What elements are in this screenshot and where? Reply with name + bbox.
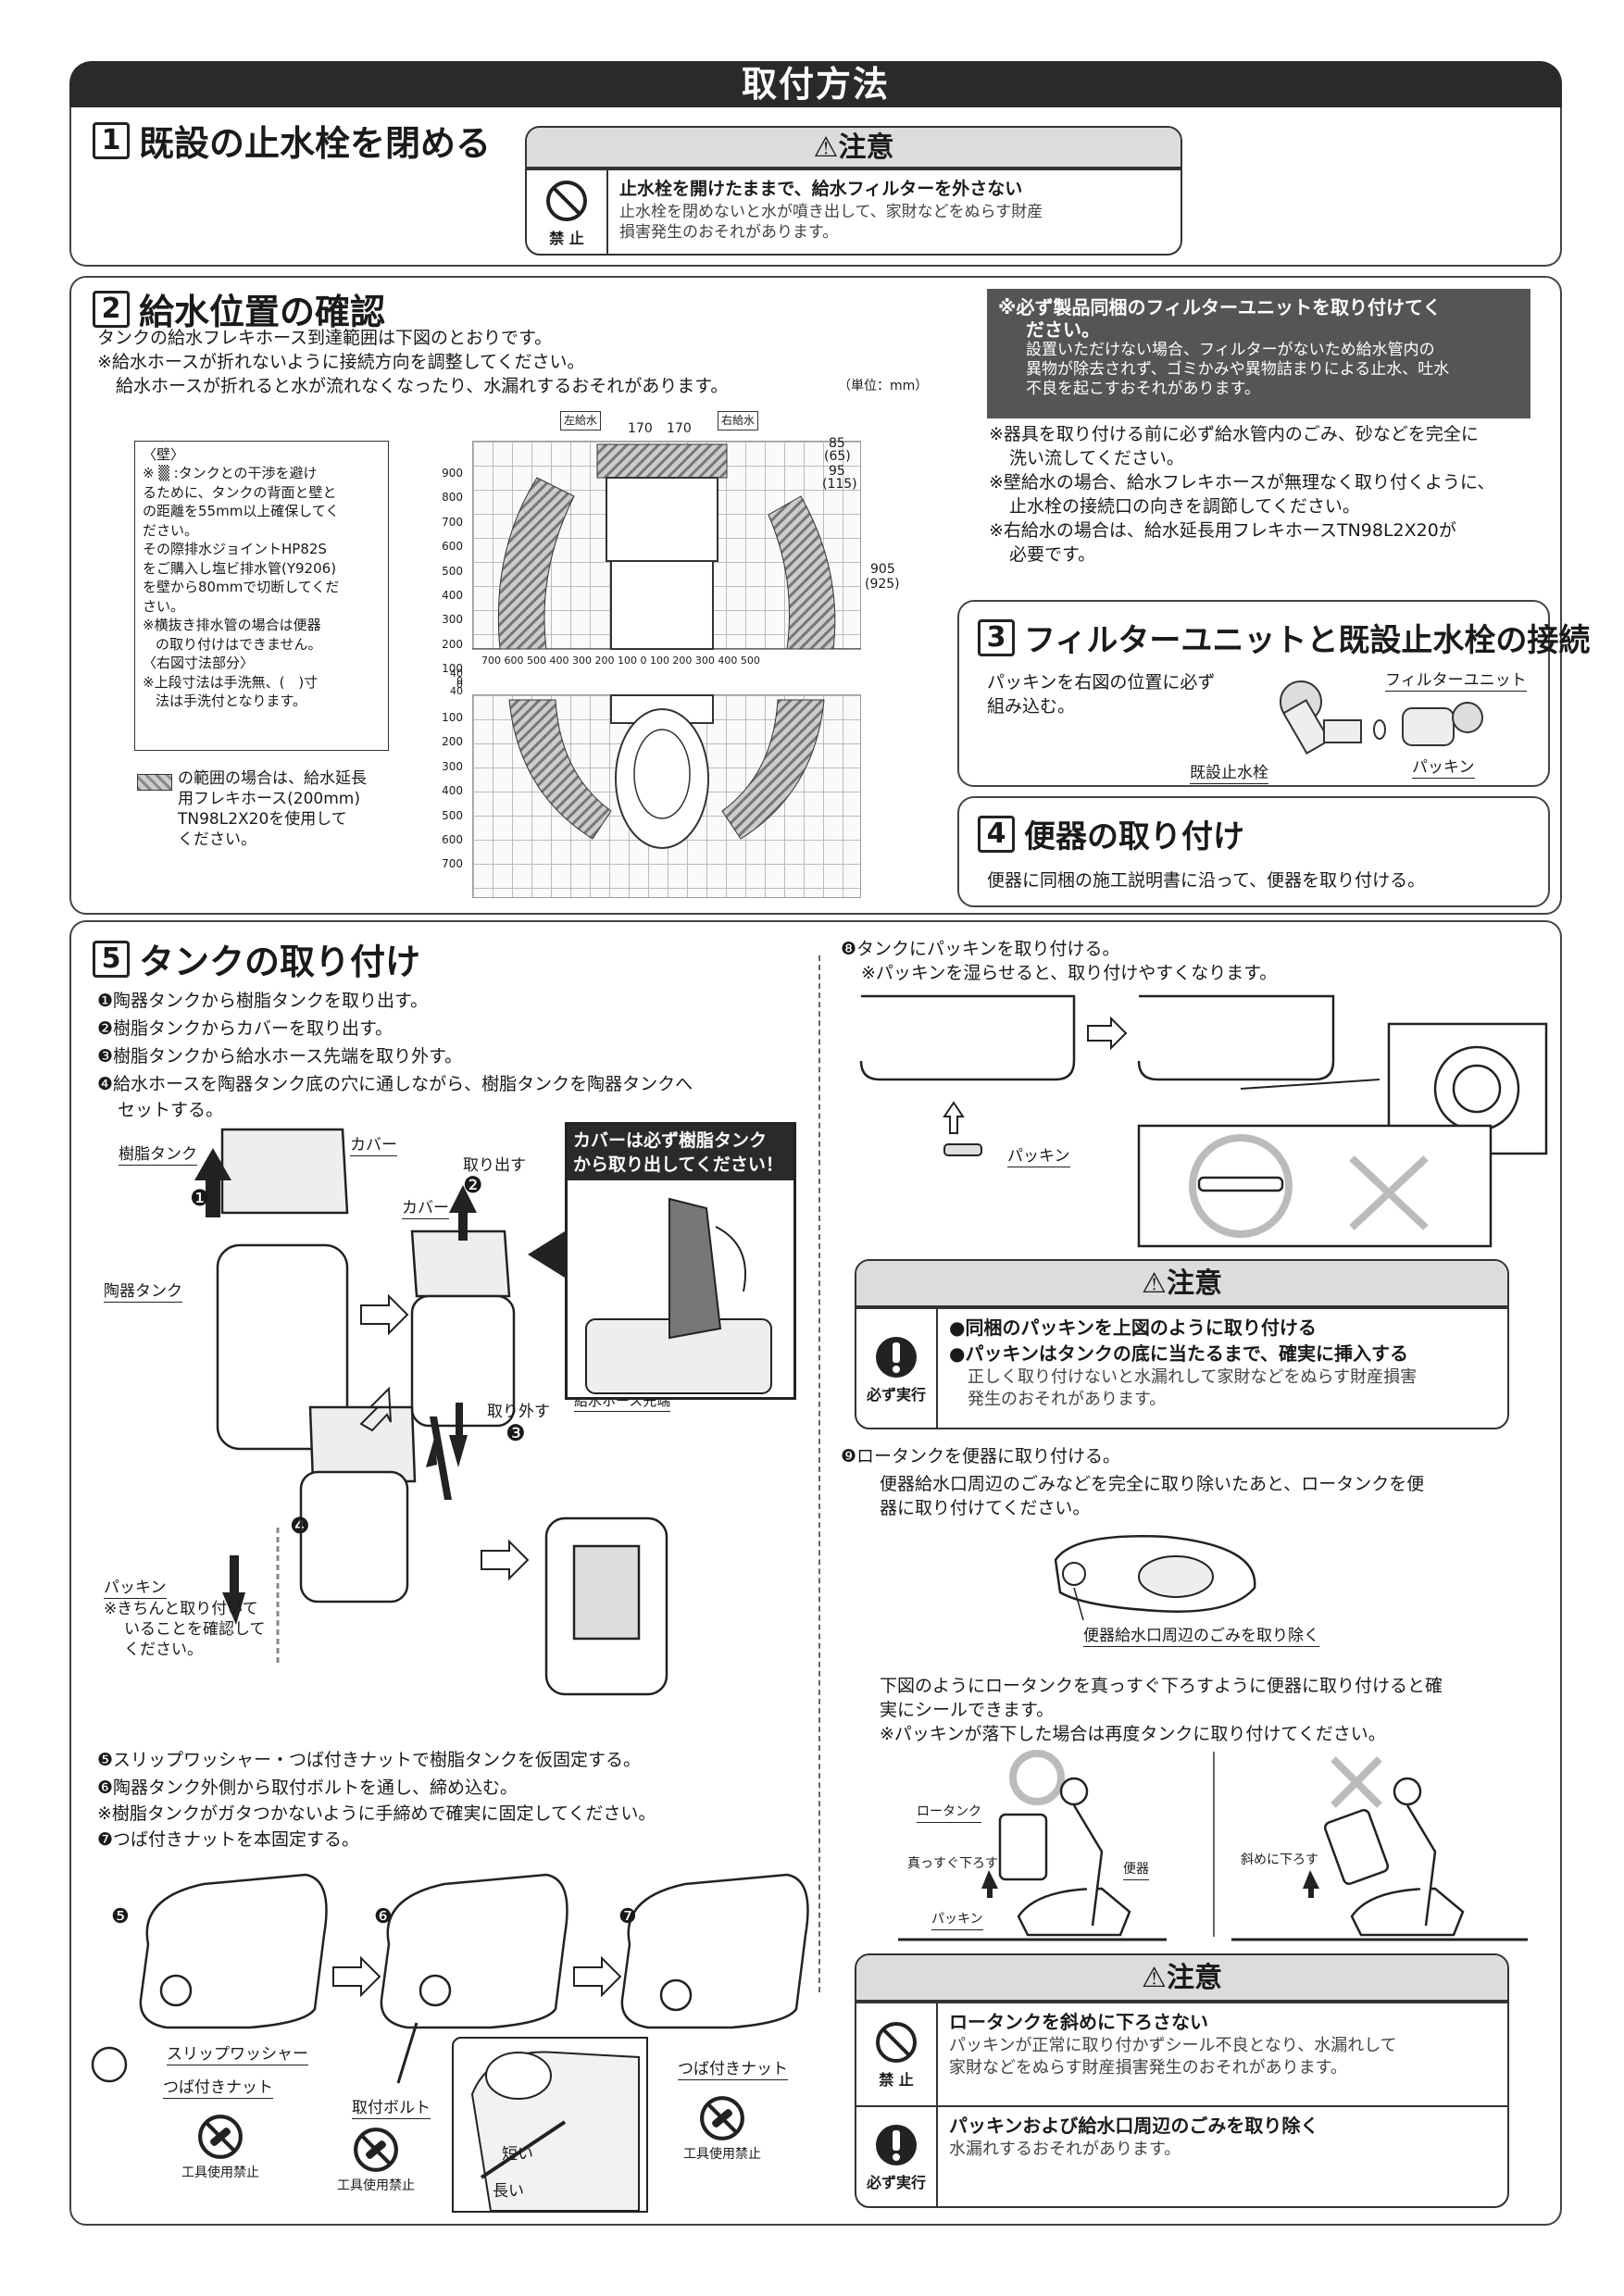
prohibited-icon: 禁 止 bbox=[856, 2003, 938, 2105]
tank-steps-5-7: ❺スリップワッシャー・つば付きナットで樹脂タンクを仮固定する。 ❻陶器タンク外側… bbox=[97, 1750, 656, 1850]
tank-assembly-illustration bbox=[194, 1128, 668, 1696]
column-divider bbox=[818, 955, 820, 1992]
warning-triangle-icon: ⚠ bbox=[1142, 1962, 1167, 1994]
caution-box-1: ⚠注意 禁 止 止水栓を開けたままで、給水フィルターを外さない 止水栓を閉めない… bbox=[525, 126, 1182, 256]
step-number: 1 bbox=[93, 121, 130, 159]
section-5-title: 5 タンクの取り付け bbox=[93, 933, 420, 984]
packing-note: パッキン ※きちんと取り付いて いることを確認して ください。 bbox=[104, 1574, 266, 1660]
mandatory-icon: 必ず実行 bbox=[856, 2107, 938, 2206]
tank-divider bbox=[1213, 1752, 1215, 1937]
tank-fixing-illustration bbox=[91, 1873, 809, 2084]
warning-triangle-icon: ⚠ bbox=[813, 131, 839, 164]
warning-triangle-icon: ⚠ bbox=[1142, 1267, 1167, 1300]
caution-box-2: ⚠注意 必ず実行 ●同梱のパッキンを上図のように取り付ける ●パッキンはタンクの… bbox=[855, 1259, 1509, 1429]
callout-cover-warning: カバーは必ず樹脂タンク から取り出してください！ bbox=[565, 1122, 796, 1400]
no-tool-icon: 工具使用禁止 bbox=[667, 2094, 778, 2164]
section-3-title: 3 フィルターユニットと既設止水栓の接続 bbox=[978, 615, 1590, 660]
hatch-legend-swatch bbox=[137, 774, 172, 791]
wall-note-box: 〈壁〉 ※ ▒ :タンクとの干渉を避け るために、タンクの背面と壁と の距離を5… bbox=[134, 441, 389, 751]
mandatory-icon: 必ず実行 bbox=[856, 1309, 938, 1428]
filter-required-notice: ※必ず製品同梱のフィルターユニットを取り付けてく ださい。 設置いただけない場合… bbox=[987, 289, 1530, 418]
caution-heading: ⚠注意 bbox=[856, 1955, 1507, 2002]
hatch-legend-note: の範囲の場合は、給水延長 用フレキホース(200mm) TN98L2X20を使用… bbox=[178, 769, 367, 849]
prohibited-icon: 禁 止 bbox=[527, 170, 608, 254]
section-4-title: 4 便器の取り付け bbox=[978, 811, 1244, 856]
section-4 bbox=[957, 796, 1550, 907]
page-title: 取付方法 bbox=[69, 61, 1562, 107]
install-notes: ※器具を取り付ける前に必ず給水管内のごみ、砂などを完全に 洗い流してください。 … bbox=[989, 424, 1495, 565]
callout-pointer bbox=[528, 1231, 565, 1278]
caution-heading: ⚠注意 bbox=[856, 1261, 1507, 1307]
valve-filter-illustration bbox=[1280, 680, 1483, 755]
section-3 bbox=[957, 600, 1550, 787]
section-1-title: 1 既設の止水栓を閉める bbox=[93, 115, 491, 166]
bowl-inlet-illustration bbox=[1054, 1535, 1256, 1621]
caution-box-3: ⚠注意 禁 止 ロータンクを斜めに下ろさない パッキンが正常に取り付かずシール不… bbox=[855, 1953, 1509, 2208]
supply-reach-diagram: 左給水 右給水 170 170 85 (65) 95 (115) 905 (92… bbox=[435, 407, 900, 907]
caution-heading: ⚠注意 bbox=[527, 128, 1181, 168]
tank-steps-1-4: ❶陶器タンクから樹脂タンクを取り出す。 ❷樹脂タンクからカバーを取り出す。 ❸樹… bbox=[97, 991, 693, 1120]
section-2-title: 2 給水位置の確認 bbox=[93, 283, 385, 334]
no-tool-icon: 工具使用禁止 bbox=[165, 2113, 276, 2182]
no-tool-icon: 工具使用禁止 bbox=[320, 2126, 431, 2195]
packing-attach-illustration bbox=[859, 994, 1548, 1248]
lower-tank-illustration bbox=[898, 1750, 1528, 1941]
bolt-closeup: 短い 長い bbox=[452, 2037, 648, 2213]
